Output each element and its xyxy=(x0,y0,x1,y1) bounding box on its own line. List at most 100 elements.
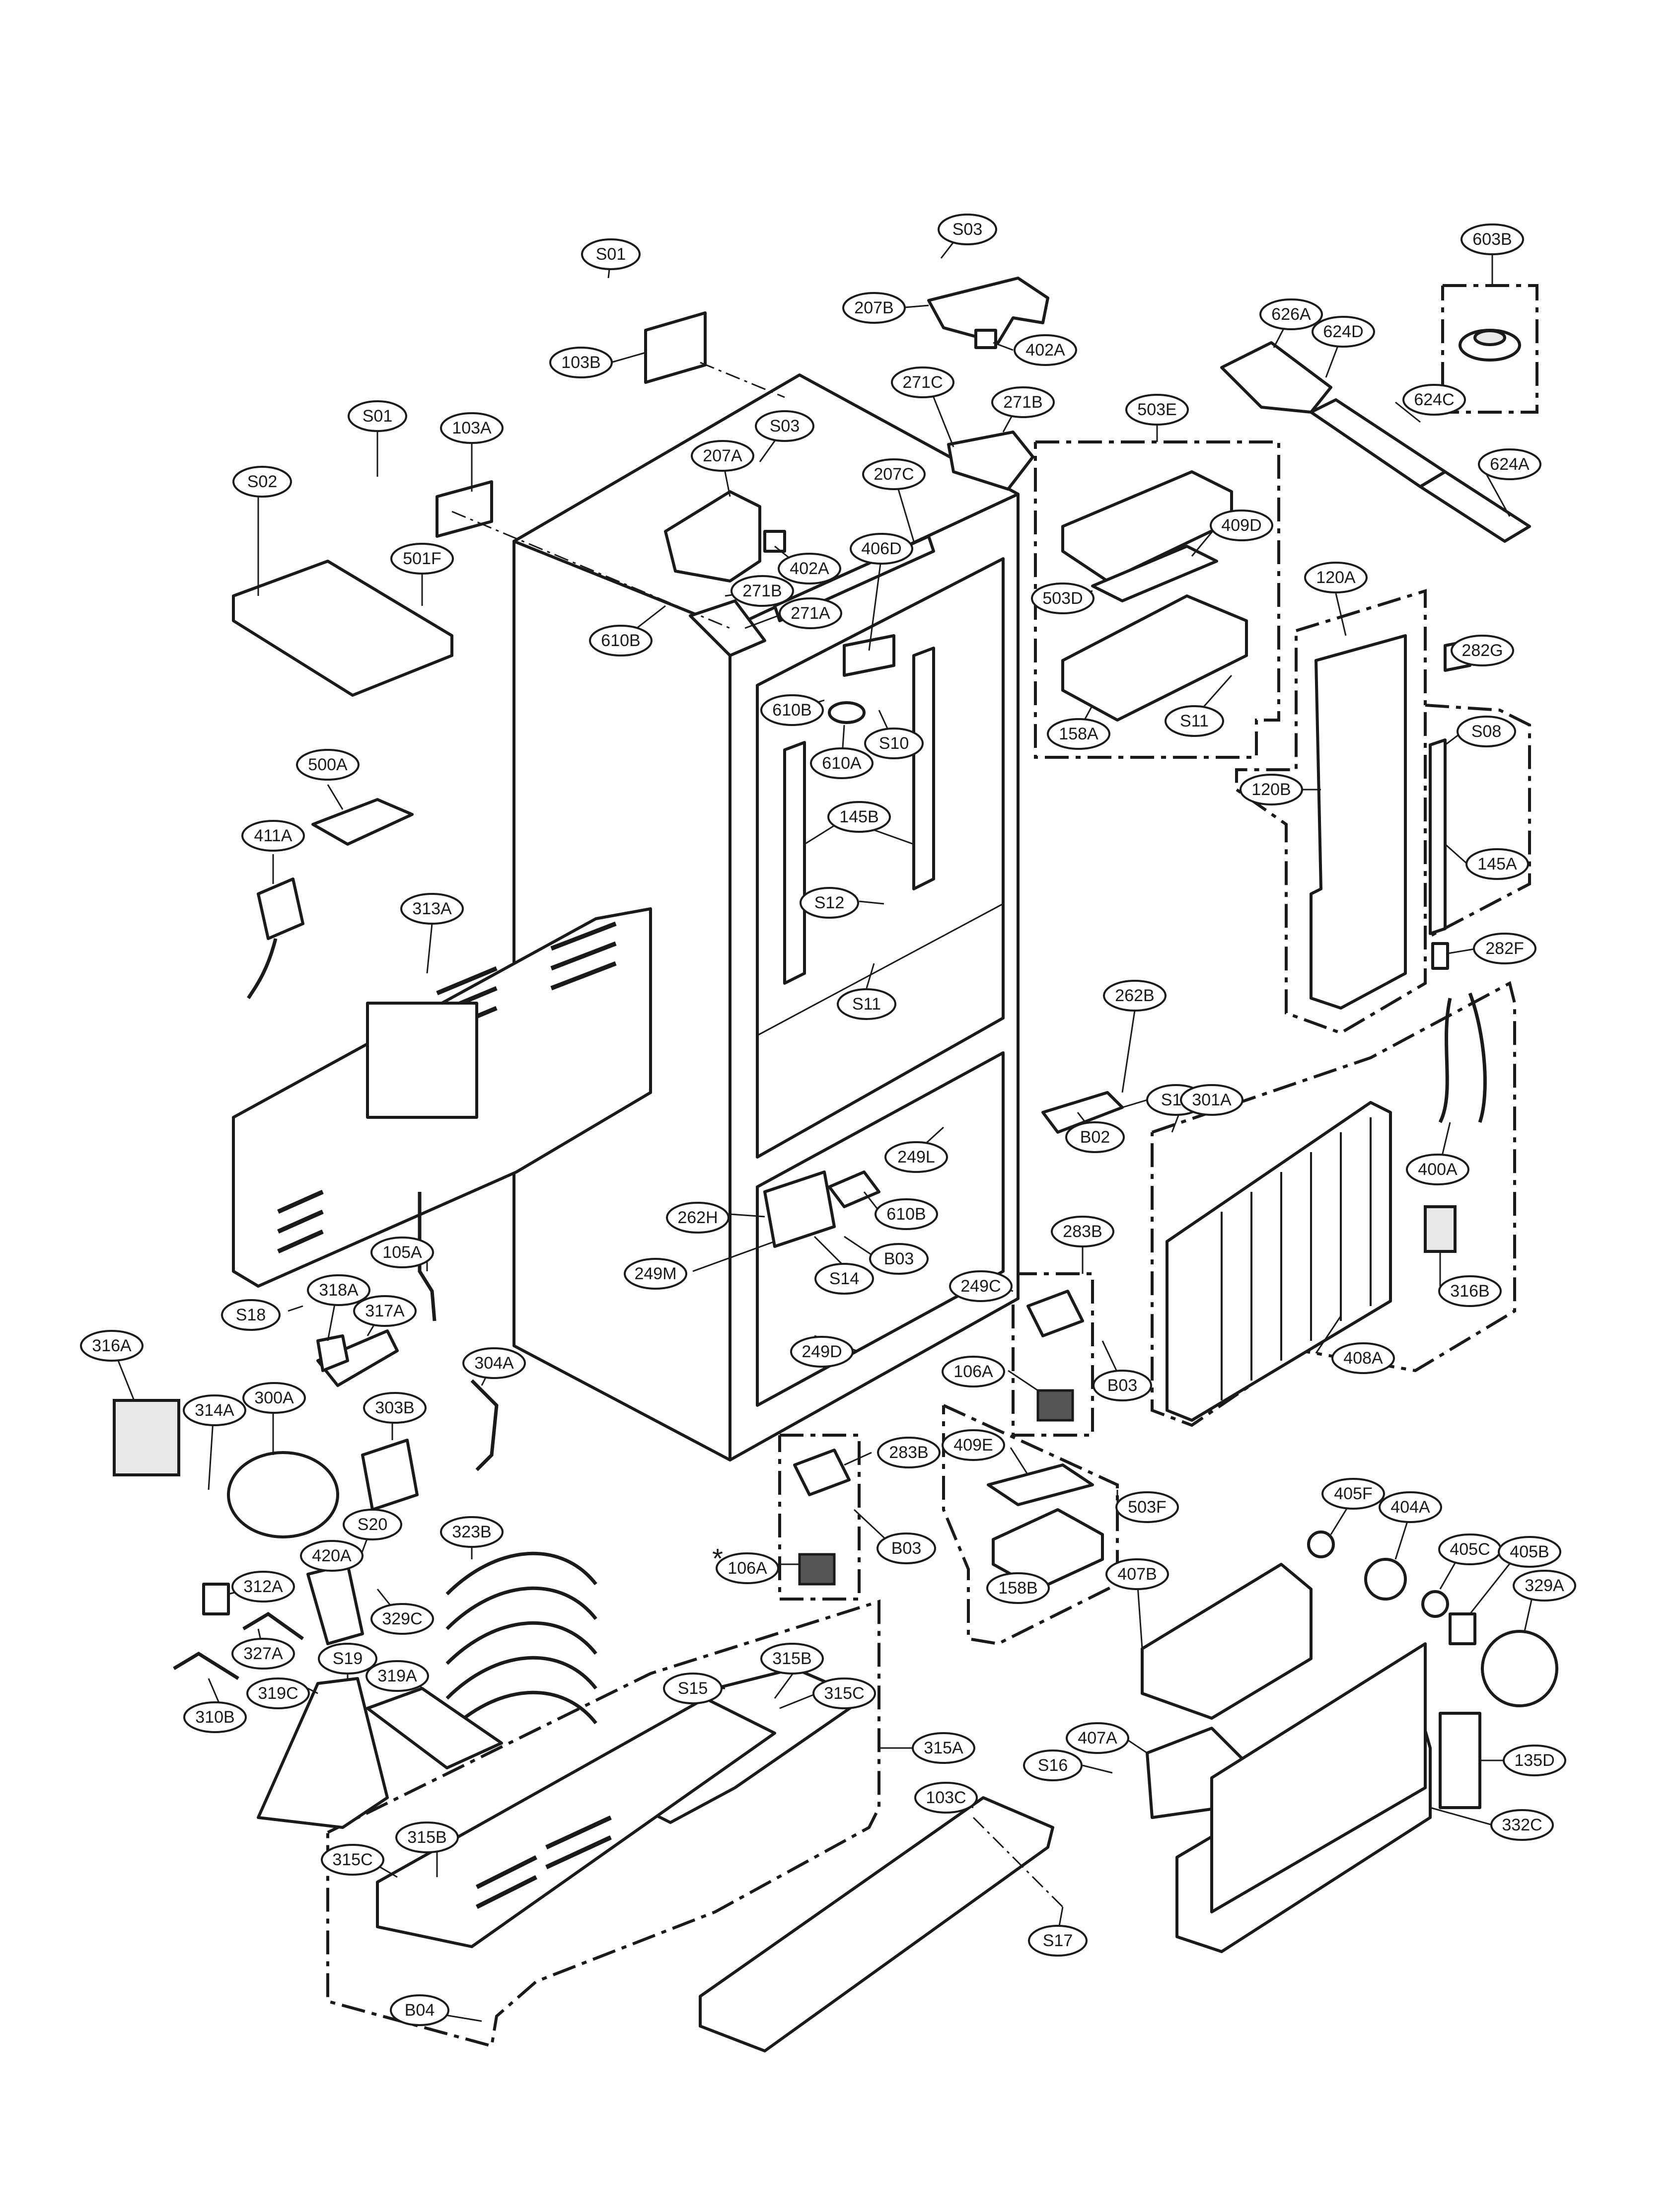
svg-text:282G: 282G xyxy=(1461,641,1503,660)
callout-271B-top: 271B xyxy=(991,386,1055,418)
svg-text:S20: S20 xyxy=(358,1515,388,1534)
svg-text:500A: 500A xyxy=(308,755,348,774)
svg-text:402A: 402A xyxy=(790,559,829,578)
callout-313A: 313A xyxy=(400,893,464,925)
callout-624D: 624D xyxy=(1312,316,1375,348)
svg-text:B03: B03 xyxy=(884,1249,914,1268)
svg-text:301A: 301A xyxy=(1192,1091,1232,1109)
svg-text:S17: S17 xyxy=(1043,1931,1073,1950)
callout-283B-low: 283B xyxy=(877,1437,941,1468)
part-329a-fan xyxy=(1481,1630,1558,1707)
svg-text:S19: S19 xyxy=(333,1649,363,1668)
part-300a-compressor xyxy=(227,1451,339,1538)
svg-text:624D: 624D xyxy=(1323,322,1363,341)
part-610a-grommet xyxy=(828,701,866,724)
svg-text:S01: S01 xyxy=(596,245,626,264)
part-103c-cover xyxy=(699,1796,1054,2052)
svg-text:407B: 407B xyxy=(1117,1565,1157,1584)
svg-text:S02: S02 xyxy=(247,472,278,491)
callout-323B: 323B xyxy=(440,1516,504,1548)
svg-text:S03: S03 xyxy=(770,417,800,436)
callout-103B: 103B xyxy=(549,347,613,378)
part-411a-plug xyxy=(257,877,304,940)
svg-text:314A: 314A xyxy=(195,1401,234,1420)
callout-249M: 249M xyxy=(624,1258,687,1290)
part-405b-bracket xyxy=(1449,1612,1476,1645)
svg-text:610A: 610A xyxy=(822,754,862,773)
svg-text:300A: 300A xyxy=(254,1388,294,1407)
callout-332C: 332C xyxy=(1490,1809,1554,1841)
svg-text:405C: 405C xyxy=(1450,1540,1490,1559)
part-404a-motor xyxy=(1364,1558,1407,1601)
part-610b-low xyxy=(828,1170,880,1208)
svg-text:303B: 303B xyxy=(375,1398,414,1417)
group-box-145a xyxy=(1424,704,1531,940)
callout-503E: 503E xyxy=(1125,394,1189,426)
svg-text:271B: 271B xyxy=(742,582,782,600)
callout-300A: 300A xyxy=(242,1382,306,1414)
part-283b-low xyxy=(793,1449,851,1496)
svg-text:145A: 145A xyxy=(1477,855,1517,874)
part-103b-block xyxy=(644,311,707,384)
callout-249C: 249C xyxy=(949,1270,1013,1302)
group-box-503f xyxy=(942,1404,1119,1646)
svg-text:626A: 626A xyxy=(1271,305,1311,324)
callout-145A: 145A xyxy=(1465,848,1529,880)
callout-407A: 407A xyxy=(1066,1722,1129,1754)
svg-text:249M: 249M xyxy=(634,1264,676,1283)
svg-text:404A: 404A xyxy=(1390,1498,1430,1517)
callout-315C-low: 315C xyxy=(321,1844,384,1876)
callout-271C: 271C xyxy=(891,366,954,398)
svg-text:323B: 323B xyxy=(452,1523,491,1541)
part-402a-mid xyxy=(763,530,786,553)
callout-315C-top: 315C xyxy=(812,1677,876,1709)
svg-text:610B: 610B xyxy=(772,701,811,720)
svg-text:B03: B03 xyxy=(891,1539,922,1558)
svg-text:B02: B02 xyxy=(1080,1128,1110,1147)
part-271c-hinge xyxy=(947,431,1034,491)
callout-315A: 315A xyxy=(912,1732,975,1764)
svg-text:S03: S03 xyxy=(952,220,983,239)
svg-text:405F: 405F xyxy=(1334,1484,1373,1503)
part-158b-tray xyxy=(992,1508,1104,1591)
callout-120B: 120B xyxy=(1240,774,1303,805)
callout-207A: 207A xyxy=(691,440,754,472)
svg-text:262H: 262H xyxy=(677,1208,718,1227)
part-262h-bracket xyxy=(763,1170,836,1248)
callout-402A-mid: 402A xyxy=(778,553,841,584)
part-316a-pad xyxy=(113,1399,180,1476)
callout-145B: 145B xyxy=(827,801,891,833)
callout-405C: 405C xyxy=(1438,1533,1502,1565)
group-box-315a xyxy=(326,1599,880,2048)
callout-404A: 404A xyxy=(1379,1491,1442,1523)
svg-text:S16: S16 xyxy=(1038,1756,1068,1775)
callout-S12: S12 xyxy=(800,887,859,919)
callout-158A: 158A xyxy=(1047,718,1110,750)
callout-207C: 207C xyxy=(862,458,926,490)
svg-text:103A: 103A xyxy=(452,419,492,438)
callout-S01-top: S01 xyxy=(581,238,641,270)
callout-283B-right: 283B xyxy=(1051,1216,1114,1247)
callout-103C: 103C xyxy=(914,1782,978,1814)
svg-text:409D: 409D xyxy=(1221,516,1261,535)
callout-405B: 405B xyxy=(1498,1536,1561,1568)
callout-402A-top: 402A xyxy=(1014,334,1077,366)
part-319a-tray xyxy=(366,1687,503,1769)
part-106a-low-foot xyxy=(798,1553,836,1586)
callout-626A: 626A xyxy=(1259,298,1323,330)
svg-text:S12: S12 xyxy=(814,893,845,912)
callout-S17: S17 xyxy=(1028,1925,1088,1957)
callout-B02: B02 xyxy=(1065,1121,1125,1153)
callout-S11-top: S11 xyxy=(1165,705,1224,737)
callout-408A: 408A xyxy=(1331,1342,1395,1374)
svg-text:624A: 624A xyxy=(1490,455,1530,474)
svg-text:249C: 249C xyxy=(960,1277,1001,1296)
svg-text:402A: 402A xyxy=(1025,341,1065,360)
part-304a-wire xyxy=(470,1379,499,1471)
svg-text:405B: 405B xyxy=(1510,1542,1549,1561)
svg-text:103B: 103B xyxy=(561,353,600,372)
callout-411A: 411A xyxy=(241,820,305,852)
part-105a-tube xyxy=(418,1192,437,1321)
svg-text:S18: S18 xyxy=(236,1306,266,1324)
svg-text:304A: 304A xyxy=(474,1354,514,1373)
